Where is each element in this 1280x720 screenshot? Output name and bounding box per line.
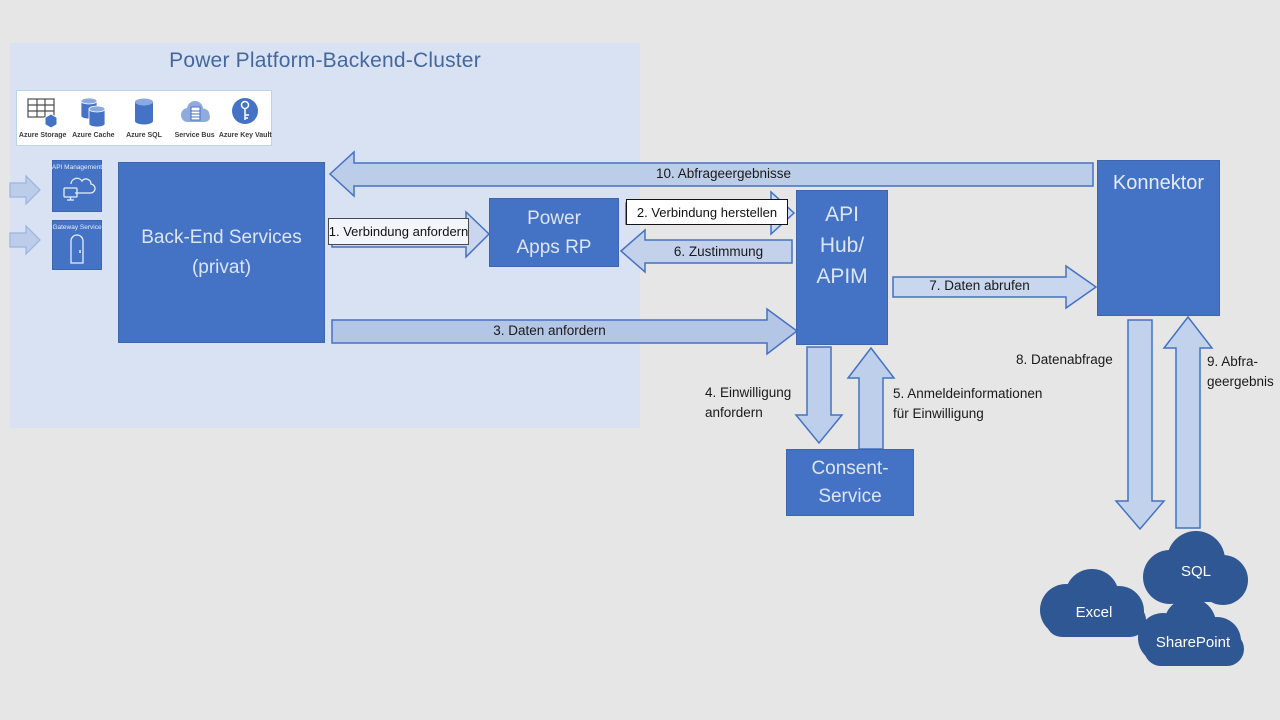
azure-cache-item: Azure Cache <box>68 91 118 139</box>
arrow-3-shape <box>331 307 799 356</box>
api-hub-line-2: Hub/ <box>819 234 865 257</box>
azure-services-strip: Azure Storage Azure Cache Azure SQL <box>16 90 272 146</box>
entry-arrow-bottom <box>9 224 41 256</box>
backend-line-1: Back-End Services <box>141 226 302 248</box>
sql-cloud-label: SQL <box>1180 563 1211 580</box>
konnektor-label: Konnektor <box>1112 172 1205 194</box>
arrow-3-label: 3. Daten anfordern <box>493 323 606 338</box>
api-management-node: API Management <box>52 160 102 212</box>
azure-storage-item: Azure Storage <box>18 91 68 139</box>
arrow-7-label: 7. Daten abrufen <box>929 278 1030 293</box>
gateway-service-node: Gateway Service <box>52 220 102 270</box>
backend-line-2: (privat) <box>191 256 252 278</box>
arrow-7-shape <box>892 264 1098 310</box>
arrow-6-label: 6. Zustimmung <box>673 244 764 259</box>
consent-line-1: Consent- <box>811 457 889 479</box>
azure-sql-item: Azure SQL <box>119 91 169 139</box>
service-bus-label: Service Bus <box>174 132 215 139</box>
arrow-5-shape <box>846 346 896 450</box>
azure-cache-label: Azure Cache <box>72 132 115 139</box>
arrow-4-shape <box>794 346 844 445</box>
arrow-6-shape <box>619 228 793 274</box>
cluster-title: Power Platform-Backend-Cluster <box>169 49 481 72</box>
arrow-8-label: 8. Datenabfrage <box>1016 352 1113 367</box>
api-hub-node: API Hub/ APIM <box>796 190 888 345</box>
api-hub-line-1: API <box>825 203 859 226</box>
sql-cylinder-icon <box>134 98 153 125</box>
service-bus-cloud-icon <box>180 101 210 122</box>
arrow-8-shape <box>1114 319 1166 531</box>
service-bus-item: Service Bus <box>170 91 220 139</box>
backend-services-node: Back-End Services (privat) <box>118 162 325 343</box>
arrow-4-label: 4. Einwilligung anfordern <box>705 385 792 420</box>
consent-service-node: Consent- Service <box>786 449 914 516</box>
sharepoint-cloud <box>1138 598 1244 666</box>
cloud-monitor-icon <box>63 177 96 201</box>
excel-cloud <box>1040 569 1146 637</box>
gateway-service-label: Gateway Service <box>52 224 102 231</box>
power-apps-line-2: Apps RP <box>516 236 592 258</box>
azure-sql-label: Azure SQL <box>126 132 162 139</box>
arrow-5-label: 5. Anmeldeinformationen für Einwilligung <box>893 386 1043 421</box>
api-management-label: API Management <box>51 164 103 171</box>
sql-cloud <box>1143 531 1248 605</box>
arrow-9-label: 9. Abfra- geergebnis <box>1207 354 1274 389</box>
konnektor-node: Konnektor <box>1097 160 1220 316</box>
key-vault-icon <box>232 98 259 124</box>
azure-storage-label: Azure Storage <box>18 132 67 139</box>
azure-key-vault-label: Azure Key Vault <box>218 132 272 139</box>
excel-cloud-label: Excel <box>1075 604 1113 621</box>
arrow-10-label: 10. Abfrageergebnisse <box>655 166 792 181</box>
consent-line-2: Service <box>818 485 882 507</box>
power-apps-rp-node: Power Apps RP <box>489 198 619 267</box>
arrow-9-shape <box>1162 315 1214 529</box>
table-storage-icon <box>27 98 58 129</box>
arrow-10-shape <box>328 150 1094 198</box>
api-hub-line-3: APIM <box>816 265 868 288</box>
power-apps-line-1: Power <box>527 207 581 229</box>
door-icon <box>70 234 84 264</box>
sharepoint-cloud-label: SharePoint <box>1155 634 1231 651</box>
arrow-1-label: 1. Verbindung anfordern <box>328 218 469 245</box>
cache-cylinders-icon <box>80 97 106 128</box>
entry-arrow-top <box>9 174 41 206</box>
azure-key-vault-item: Azure Key Vault <box>218 91 272 139</box>
arrow-2-label: 2. Verbindung herstellen <box>626 199 788 225</box>
